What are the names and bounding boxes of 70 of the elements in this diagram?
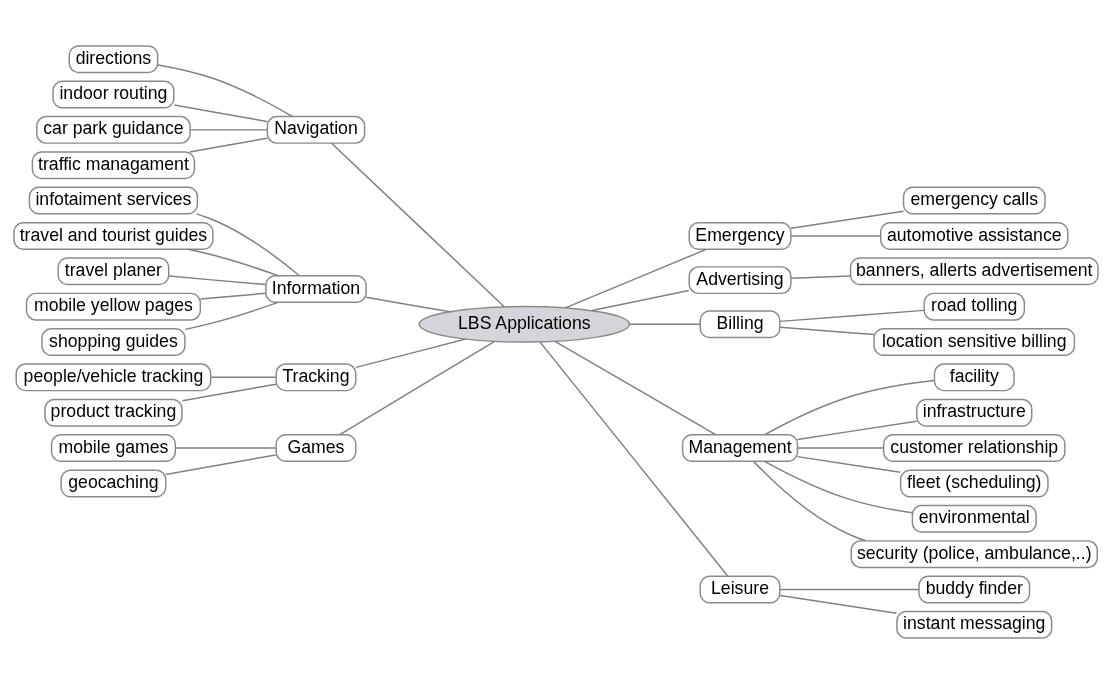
node-box: indoor routing [52, 80, 175, 109]
connector [330, 142, 505, 308]
node-box: directions [68, 45, 159, 74]
connector [173, 104, 268, 123]
node-ellipse: LBS Applications [418, 305, 631, 343]
node-box: location sensitive billing [873, 328, 1076, 356]
node-box: Tracking [275, 363, 357, 392]
connector [539, 341, 729, 577]
node-box: Emergency [688, 221, 792, 250]
node-box: traffic managament [31, 151, 196, 180]
node-box: product tracking [44, 398, 183, 427]
connector [779, 594, 898, 614]
connector [174, 447, 277, 449]
node-box: shopping guides [41, 328, 186, 356]
connector [779, 309, 925, 323]
node-box: fleet (scheduling) [899, 469, 1049, 498]
connector [779, 588, 920, 591]
node-box: environmental [911, 504, 1037, 533]
connector [796, 447, 885, 449]
connector [187, 248, 279, 277]
connector [554, 340, 717, 436]
connector [195, 213, 300, 277]
connector [339, 340, 496, 436]
connector [189, 129, 269, 131]
node-box: instant messaging [896, 610, 1053, 639]
node-box: Information [265, 274, 367, 303]
node-box: Games [275, 434, 357, 463]
node-box: security (police, ambulance,..) [850, 540, 1098, 569]
connector [796, 420, 918, 441]
node-box: people/vehicle tracking [15, 363, 212, 392]
connector [790, 235, 882, 237]
connector [365, 296, 451, 313]
node-box: car park guidance [36, 115, 191, 144]
connector [790, 210, 905, 230]
connector [200, 292, 267, 300]
node-box: mobile games [50, 434, 177, 463]
node-box: automotive assistance [880, 221, 1069, 250]
node-box: facility [933, 363, 1015, 392]
node-box: road tolling [923, 292, 1026, 321]
connector [168, 275, 266, 286]
node-box: customer relationship [882, 434, 1066, 463]
connector [189, 137, 268, 153]
connector [779, 326, 875, 336]
node-box: buddy finder [918, 575, 1031, 604]
node-box: banners, allerts advertisement [849, 257, 1099, 286]
connector [591, 289, 690, 312]
node-box: Leisure [699, 575, 781, 604]
connector [763, 460, 914, 514]
connector [157, 64, 294, 118]
node-box: travel planer [57, 257, 170, 286]
node-box: emergency calls [902, 186, 1046, 215]
node-box: travel and tourist guides [13, 221, 214, 250]
connector [210, 376, 277, 379]
connector [763, 379, 935, 436]
connector [355, 338, 467, 369]
node-box: infrastructure [916, 398, 1033, 427]
connector [753, 461, 867, 542]
connector [796, 455, 901, 474]
node-box: Management [681, 434, 799, 463]
connector [165, 454, 277, 476]
node-box: geocaching [60, 469, 167, 498]
node-box: Navigation [266, 115, 366, 144]
node-box: Billing [699, 310, 781, 339]
connector [628, 323, 701, 326]
connector [790, 275, 851, 279]
node-box: mobile yellow pages [25, 292, 202, 321]
node-box: Advertising [688, 266, 792, 295]
node-box: infotaiment services [28, 186, 199, 215]
connector [184, 301, 279, 331]
connector [181, 383, 277, 402]
